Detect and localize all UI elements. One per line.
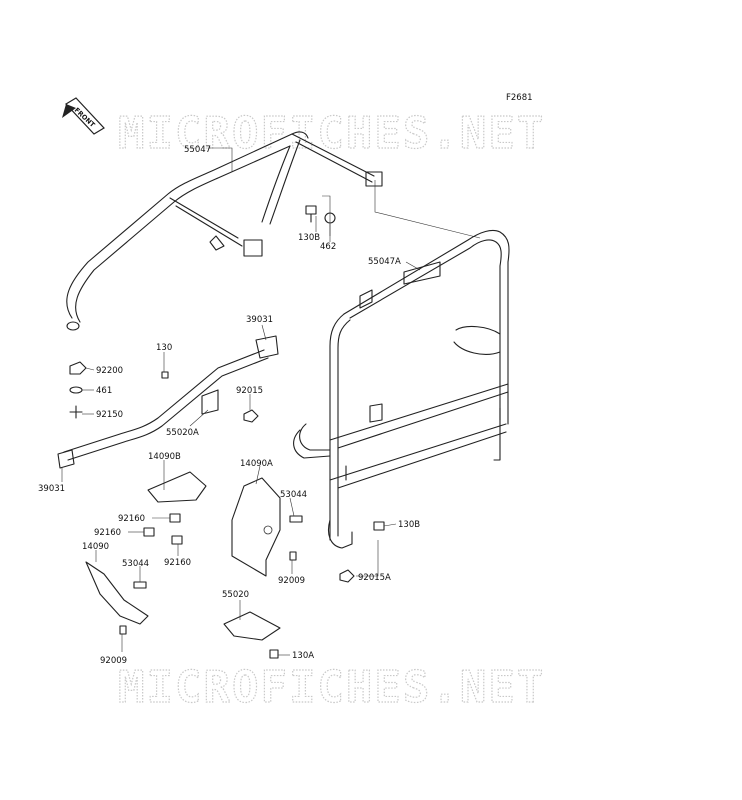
hardware-462 bbox=[324, 212, 336, 224]
label-130B-right: 130B bbox=[398, 520, 420, 530]
label-55047: 55047 bbox=[184, 145, 211, 155]
label-92160-c: 92160 bbox=[164, 558, 191, 568]
leader-lines bbox=[61, 147, 421, 656]
label-55020A: 55020A bbox=[166, 428, 199, 438]
nut-92015A bbox=[339, 569, 355, 583]
label-39031-bottom: 39031 bbox=[38, 484, 65, 494]
pad-92160-b bbox=[143, 527, 155, 537]
clip-53044-right bbox=[289, 515, 303, 523]
main-frame-55047A bbox=[293, 229, 510, 549]
label-53044-left: 53044 bbox=[122, 559, 149, 569]
label-130A: 130A bbox=[292, 651, 314, 661]
crossbar-55020A bbox=[57, 335, 279, 469]
label-92009-mid: 92009 bbox=[278, 576, 305, 586]
hardware-92150 bbox=[69, 405, 83, 419]
label-55020: 55020 bbox=[222, 590, 249, 600]
pad-92160-a bbox=[169, 513, 181, 523]
label-92160-b: 92160 bbox=[94, 528, 121, 538]
bolt-130A bbox=[269, 649, 279, 659]
bolt-130B-right bbox=[373, 521, 385, 531]
label-461: 461 bbox=[96, 386, 112, 396]
hardware-130B-top bbox=[305, 205, 317, 223]
cover-14090A bbox=[231, 477, 281, 577]
label-39031-top: 39031 bbox=[246, 315, 273, 325]
label-92015A: 92015A bbox=[358, 573, 391, 583]
label-92009-bottom: 92009 bbox=[100, 656, 127, 666]
label-14090: 14090 bbox=[82, 542, 109, 552]
pad-92160-c bbox=[171, 535, 183, 545]
label-14090A: 14090A bbox=[240, 459, 273, 469]
label-53044-right: 53044 bbox=[280, 490, 307, 500]
label-92200: 92200 bbox=[96, 366, 123, 376]
label-55047A: 55047A bbox=[368, 257, 401, 267]
label-130B-top: 130B bbox=[298, 233, 320, 243]
front-arrow-icon: FRONT bbox=[62, 97, 105, 135]
bolt-92009-bottom bbox=[119, 625, 127, 635]
upper-frame-55047 bbox=[66, 131, 383, 331]
watermark-top: MICROFICHES.NET bbox=[118, 108, 545, 159]
cover-14090 bbox=[85, 561, 149, 625]
hardware-92200 bbox=[69, 361, 87, 375]
label-130: 130 bbox=[156, 343, 172, 353]
label-462: 462 bbox=[320, 242, 336, 252]
hardware-461 bbox=[69, 386, 83, 394]
figure-code: F2681 bbox=[506, 93, 533, 103]
bolt-92009-mid bbox=[289, 551, 297, 561]
label-92015: 92015 bbox=[236, 386, 263, 396]
label-14090B: 14090B bbox=[148, 452, 181, 462]
label-92160-a: 92160 bbox=[118, 514, 145, 524]
bracket-55020 bbox=[223, 611, 281, 641]
watermark-bottom: MICROFICHES.NET bbox=[118, 662, 545, 713]
hardware-92015 bbox=[243, 409, 259, 423]
label-92150: 92150 bbox=[96, 410, 123, 420]
clip-53044-left bbox=[133, 581, 147, 589]
cover-14090B bbox=[147, 471, 207, 503]
